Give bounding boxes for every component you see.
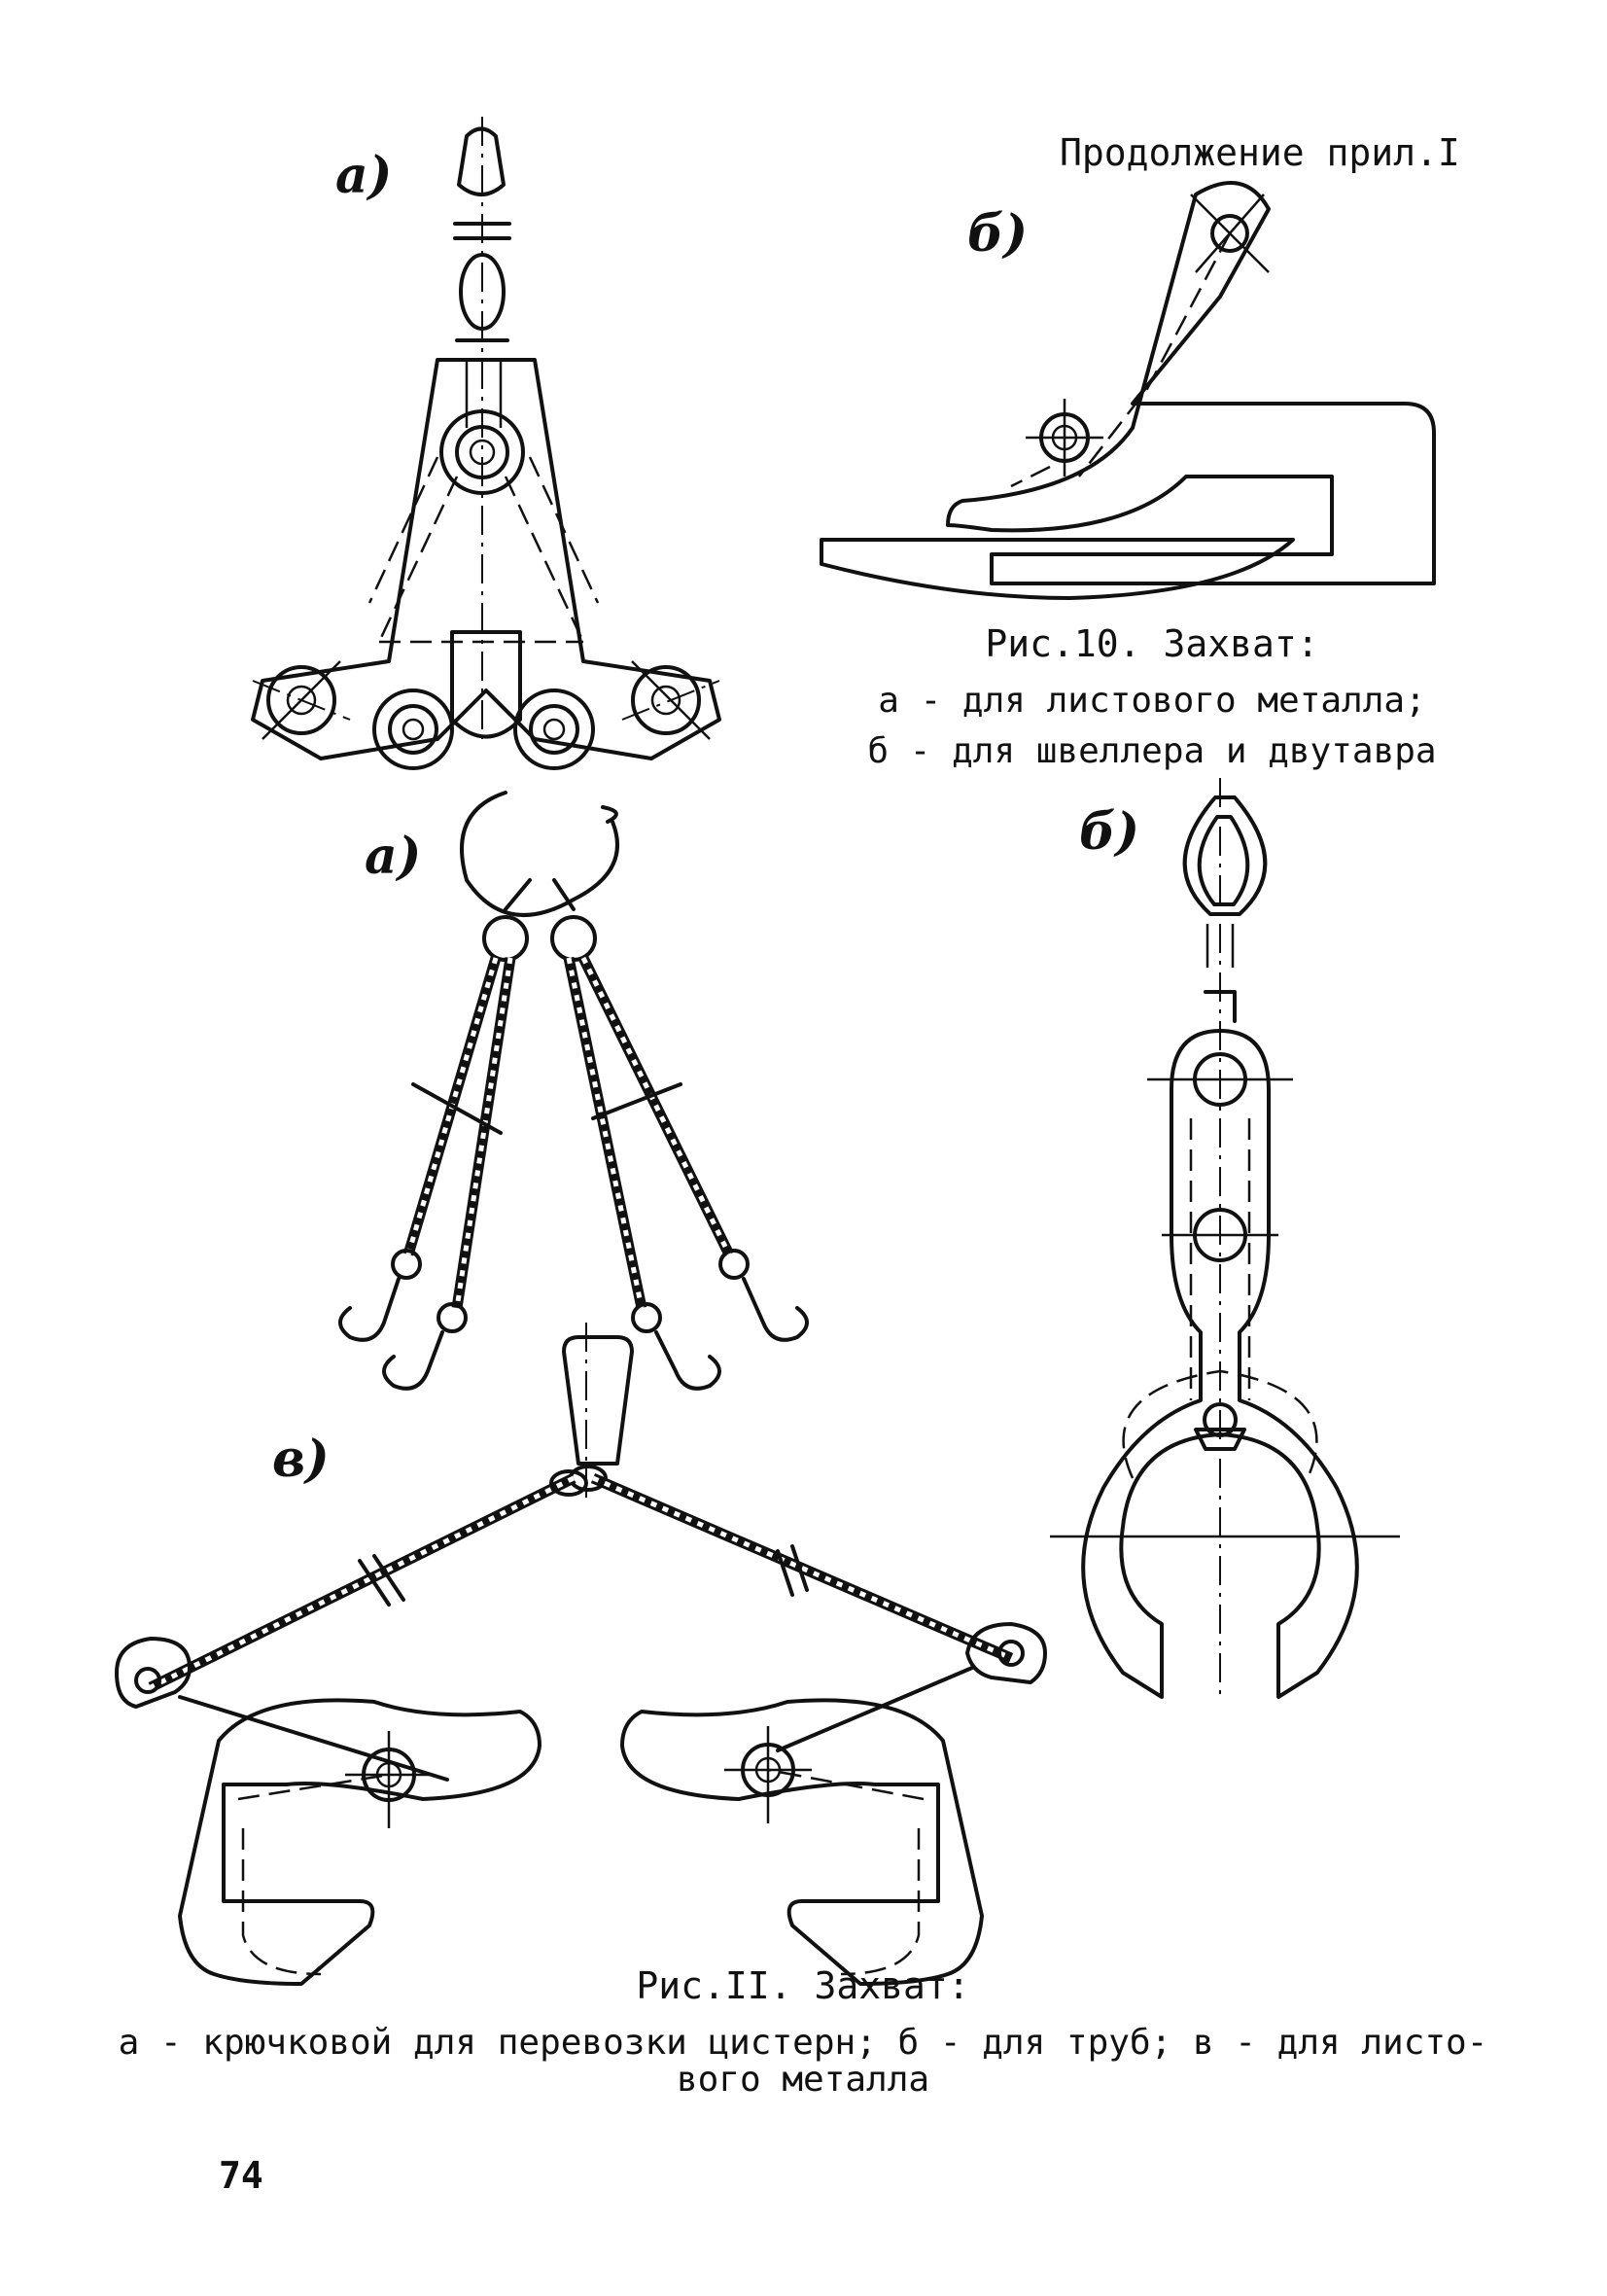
- page-number: 74: [219, 2154, 263, 2197]
- fig10b-beam-clamp: [820, 181, 1436, 600]
- fig11-label-b: б): [1079, 802, 1140, 862]
- fig11a-hook-sling: [338, 791, 809, 1391]
- fig10-label-a: а): [335, 146, 393, 205]
- fig11-label-c: в): [272, 1430, 330, 1489]
- fig11-label-a: а): [365, 827, 422, 886]
- fig11c-sheet-clamp-pair: [115, 1323, 1047, 1986]
- fig11-caption-line1: а - крючковой для перевозки цистерн; б -…: [118, 2023, 1488, 2063]
- fig11-caption-title: Рис.II. Захват:: [636, 1964, 970, 2007]
- fig11b-pipe-clamp: [1050, 778, 1400, 1702]
- fig10-caption-b: б - для швеллера и двутавра: [867, 731, 1437, 771]
- fig11-caption-line2: вого металла: [676, 2060, 930, 2100]
- fig10-caption-title: Рис.10. Захват:: [985, 622, 1319, 665]
- continuation-header: Продолжение прил.I: [1060, 131, 1460, 174]
- fig10-label-b: б): [967, 204, 1029, 264]
- fig10a-sheet-metal-clamp: [251, 117, 721, 770]
- fig10-caption-a: а - для листового металла;: [878, 681, 1426, 721]
